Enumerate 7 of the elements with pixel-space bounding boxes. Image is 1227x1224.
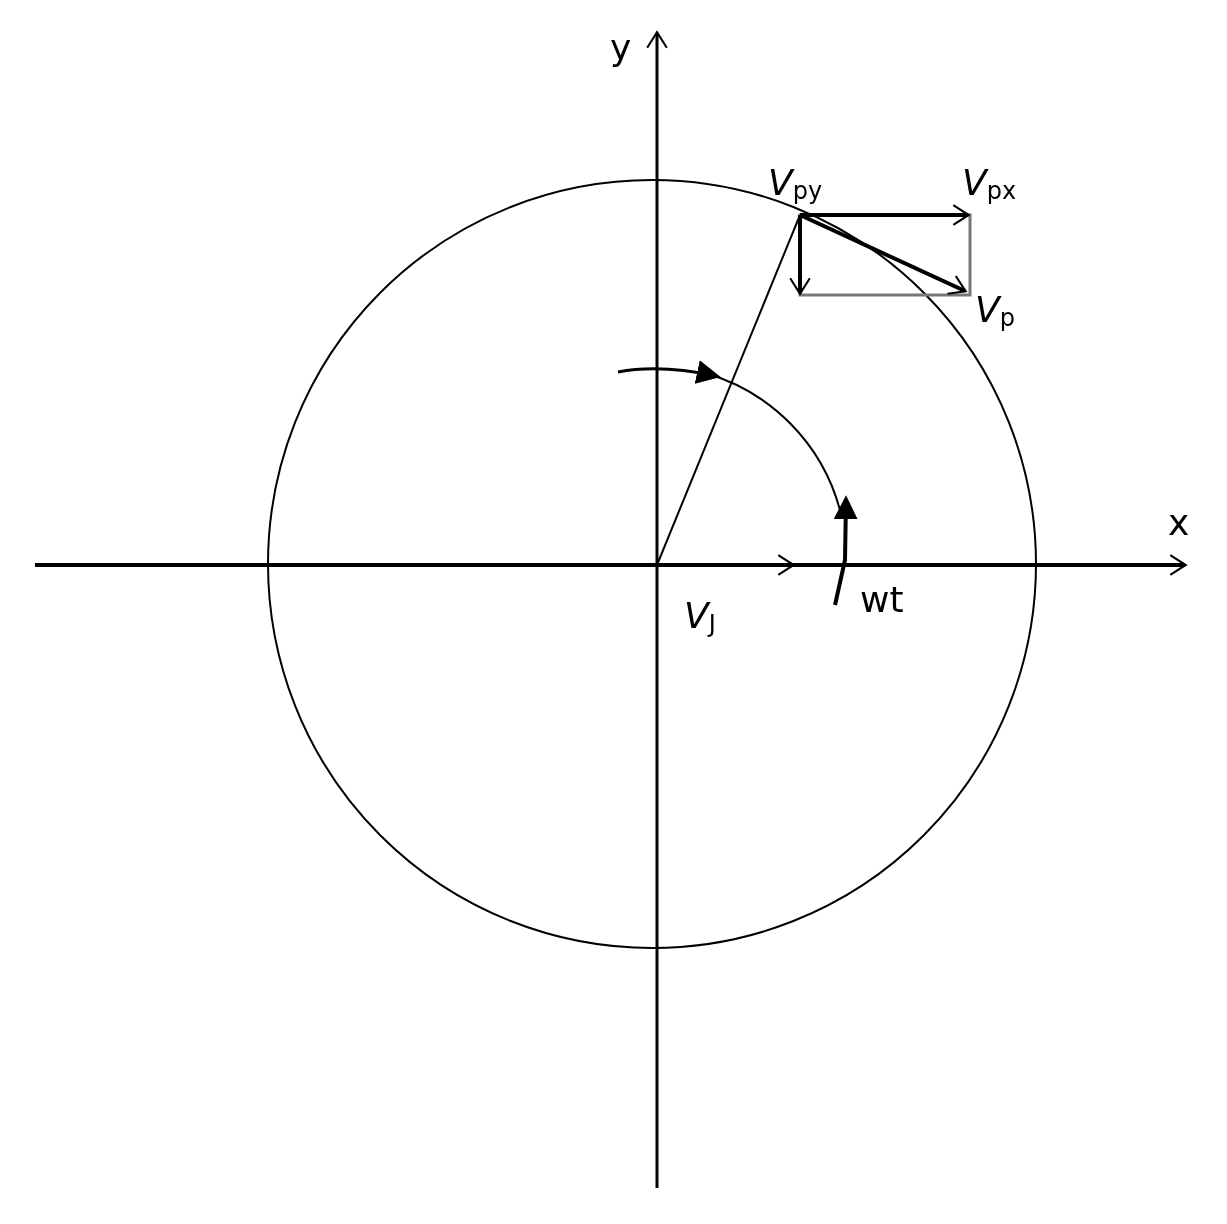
- vector-label: V$_{J}$: [684, 598, 716, 636]
- vector-label: V$_{py}$: [768, 165, 823, 203]
- vector-label: V$_{p}$: [975, 292, 1015, 330]
- axis-label: y: [610, 30, 632, 66]
- axis-label: x: [1168, 505, 1190, 541]
- angle-label: wt: [860, 582, 904, 618]
- vector-label: V$_{px}$: [962, 165, 1017, 203]
